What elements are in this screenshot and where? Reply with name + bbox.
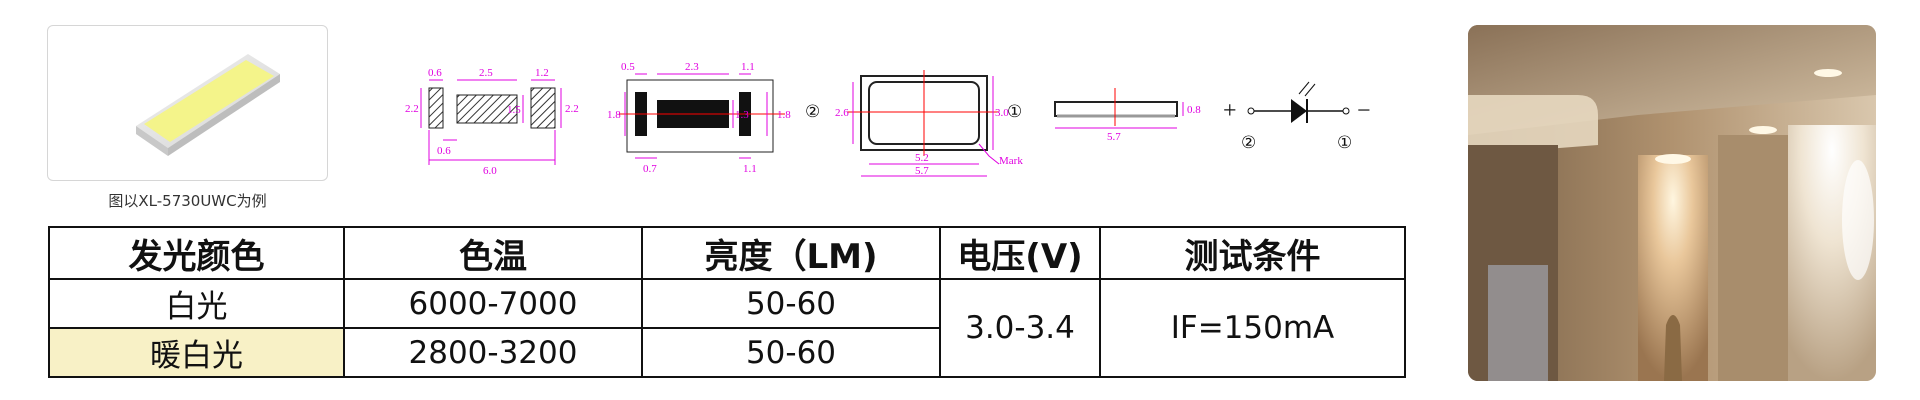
chip-end (136, 126, 168, 156)
pin-2-label: ② (805, 102, 820, 121)
cell-color: 白光 (48, 278, 345, 329)
header-voltage: 电压(V) (939, 226, 1101, 280)
product-caption: 图以XL-5730UWC为例 (108, 192, 267, 210)
dim-label: 5.2 (915, 152, 929, 164)
dim-label: 1.8 (607, 109, 621, 121)
dim-label: 5.7 (915, 165, 929, 177)
cell-temp: 2800-3200 (343, 327, 643, 378)
cell-test-condition: IF=150mA (1099, 278, 1406, 378)
dim-label: 0.6 (437, 145, 451, 157)
plus-sign: + (1223, 98, 1237, 124)
pin-1-label: ① (1007, 102, 1022, 121)
dim-label: 2.5 (479, 67, 493, 79)
dim-label: 0.6 (428, 67, 442, 79)
pad-layout-view: 0.6 2.5 1.2 2.2 1.5 2.2 0.6 6.0 (405, 67, 579, 177)
cell-voltage: 3.0-3.4 (939, 278, 1101, 378)
bottom-view: 0.5 2.3 1.1 1.8 1.3 1.8 0.7 1.1 (607, 61, 791, 175)
dim-label: 1.1 (741, 61, 755, 73)
table-row: 白光 6000-7000 50-60 3.0-3.4 IF=150mA (48, 278, 1406, 378)
interior-lighting-photo (1468, 25, 1876, 381)
chip-phosphor (144, 60, 274, 142)
header-temp: 色温 (343, 226, 643, 280)
mark-label: Mark (999, 155, 1023, 167)
symbol-pin-1: ① (1337, 133, 1352, 152)
dim-label: 1.2 (535, 67, 549, 79)
scene-illustration (1468, 25, 1876, 381)
table-header-row: 发光颜色 色温 亮度（LM) 电压(V) 测试条件 (48, 226, 1406, 280)
spec-table: 发光颜色 色温 亮度（LM) 电压(V) 测试条件 白光 6000-7000 5… (48, 226, 1406, 378)
dim-label: 1.1 (743, 163, 757, 175)
cell-brightness: 50-60 (641, 327, 941, 378)
header-test-condition: 测试条件 (1099, 226, 1406, 280)
dim-label: 6.0 (483, 165, 497, 177)
header-color: 发光颜色 (48, 226, 345, 280)
symbol-pin-2: ② (1241, 133, 1256, 152)
dim-label: 1.5 (507, 104, 521, 116)
dim-label: 0.5 (621, 61, 635, 73)
cell-temp: 6000-7000 (343, 278, 643, 329)
header-brightness: 亮度（LM) (641, 226, 941, 280)
dim-label: 1.3 (735, 109, 749, 121)
dim-label: 0.7 (643, 163, 657, 175)
minus-sign: − (1357, 98, 1371, 124)
dim-label: 2.2 (565, 103, 579, 115)
led-chip-image (136, 54, 280, 156)
table-row: 暖白光 2800-3200 50-60 (48, 327, 1405, 378)
top-view: ② ① 2.6 3.0 5.2 5.7 Mark (805, 70, 1023, 177)
dim-label: 0.8 (1187, 104, 1201, 116)
dim-label: 1.8 (777, 109, 791, 121)
product-image-card (47, 25, 328, 181)
dim-label: 2.2 (405, 103, 419, 115)
chip-side (168, 74, 280, 156)
side-view: 0.8 5.7 (1054, 88, 1201, 143)
diode-symbol: + − ② ① (1223, 81, 1371, 152)
dim-label: 5.7 (1107, 131, 1121, 143)
cell-color: 暖白光 (48, 327, 345, 378)
dim-label: 2.3 (685, 61, 699, 73)
cell-brightness: 50-60 (641, 278, 941, 329)
dimension-drawings: 0.6 2.5 1.2 2.2 1.5 2.2 0.6 6.0 0.5 2.3 … (405, 61, 1371, 177)
dim-label: 2.6 (835, 107, 849, 119)
dim-label: 3.0 (995, 107, 1009, 119)
